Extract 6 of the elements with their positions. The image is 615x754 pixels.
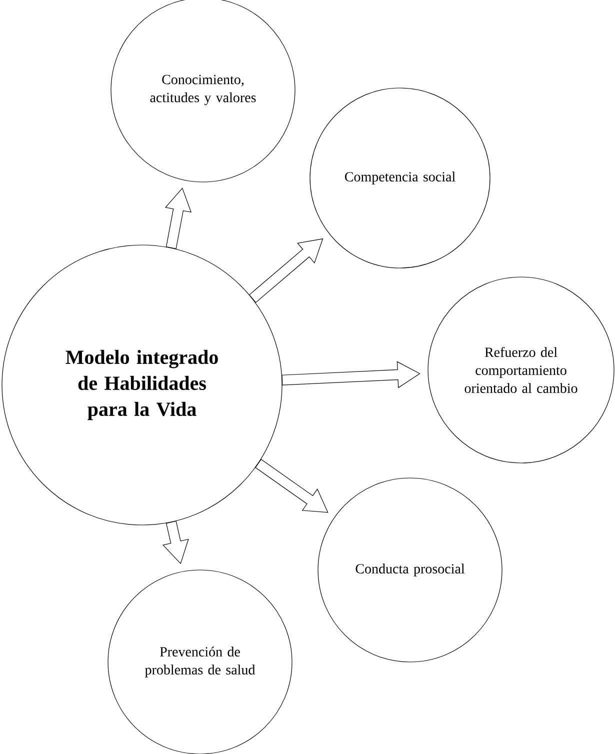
block-arrow [162,520,189,564]
circle-node: Modelo integrado de Habilidades para la Vida [2,244,282,526]
circle-node: Refuerzo del comportamiento orientado al cambio [428,276,614,464]
circle-node: Conducta prosocial [318,478,502,662]
circle-node: Competencia social [310,88,490,268]
block-arrow [282,361,420,388]
